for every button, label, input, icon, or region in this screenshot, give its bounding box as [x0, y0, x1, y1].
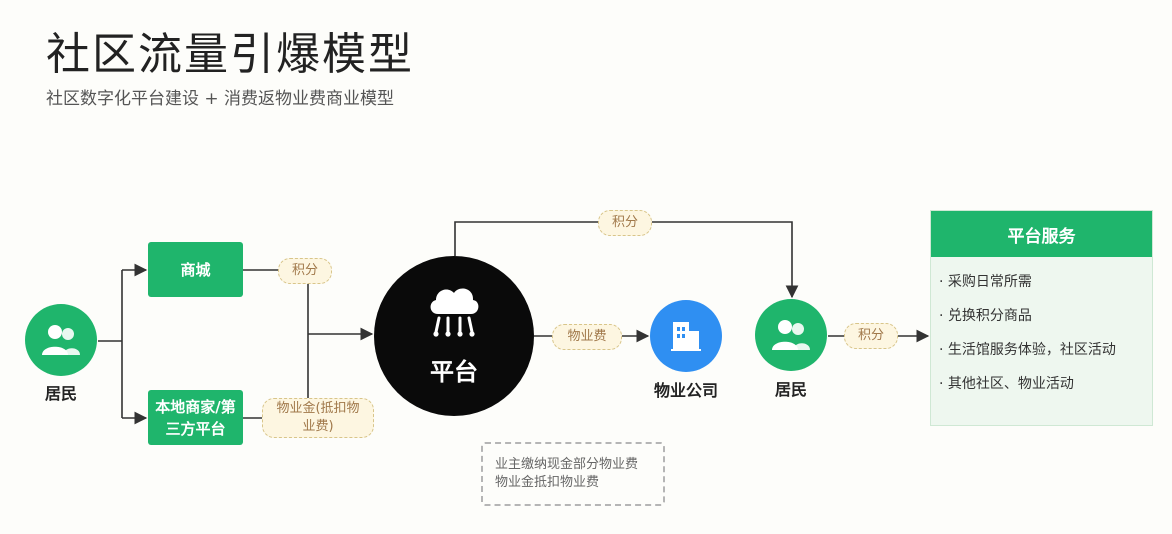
tag-property-fee-text: 物业费	[567, 329, 607, 344]
resident-left-avatar	[25, 304, 97, 376]
property-company-label: 物业公司	[653, 381, 718, 400]
page-title: 社区流量引爆模型	[46, 29, 414, 80]
page-subtitle: 社区数字化平台建设 + 消费返物业费商业模型	[46, 89, 395, 109]
resident-right-label: 居民	[774, 380, 807, 399]
property-fee-note: 业主缴纳现金部分物业费 物业金抵扣物业费	[481, 442, 665, 506]
platform-node: 平台	[374, 256, 534, 416]
people-icon	[772, 320, 810, 350]
platform-label: 平台	[430, 358, 478, 386]
note-line1: 业主缴纳现金部分物业费	[495, 457, 639, 472]
property-company-avatar	[650, 300, 722, 372]
tag-points-top: 积分	[598, 210, 652, 236]
tag-property-credit-line1: 物业金(抵扣物	[276, 401, 360, 416]
tag-points-right-text: 积分	[857, 328, 884, 343]
cloud-network-icon	[430, 288, 479, 337]
tag-property-credit: 物业金(抵扣物 业费)	[262, 398, 374, 438]
service-item: 生活馆服务体验，社区活动	[939, 341, 1152, 375]
note-line2: 物业金抵扣物业费	[495, 475, 600, 490]
tag-points-mall: 积分	[278, 258, 332, 284]
tag-points-mall-text: 积分	[291, 263, 318, 278]
services-title: 平台服务	[931, 211, 1152, 257]
building-icon	[671, 322, 701, 351]
mall-node: 商城	[148, 242, 243, 297]
mall-label: 商城	[180, 260, 211, 279]
resident-right-avatar	[755, 299, 827, 371]
service-item: 其他社区、物业活动	[939, 375, 1152, 409]
tag-property-fee: 物业费	[552, 324, 622, 350]
people-icon	[42, 325, 80, 355]
merchants-node: 本地商家/第 三方平台	[148, 390, 243, 445]
resident-left-label: 居民	[44, 384, 77, 403]
merchants-label-line1: 本地商家/第	[155, 397, 236, 416]
tag-points-top-text: 积分	[611, 215, 638, 230]
services-list: 采购日常所需 兑换积分商品 生活馆服务体验，社区活动 其他社区、物业活动	[931, 257, 1152, 409]
service-item: 兑换积分商品	[939, 307, 1152, 341]
tag-property-credit-line2: 业费)	[302, 419, 334, 434]
merchants-label-line2: 三方平台	[165, 419, 226, 438]
platform-services-panel: 平台服务 采购日常所需 兑换积分商品 生活馆服务体验，社区活动 其他社区、物业活…	[930, 210, 1153, 426]
tag-points-right: 积分	[844, 323, 898, 349]
service-item: 采购日常所需	[939, 273, 1152, 307]
